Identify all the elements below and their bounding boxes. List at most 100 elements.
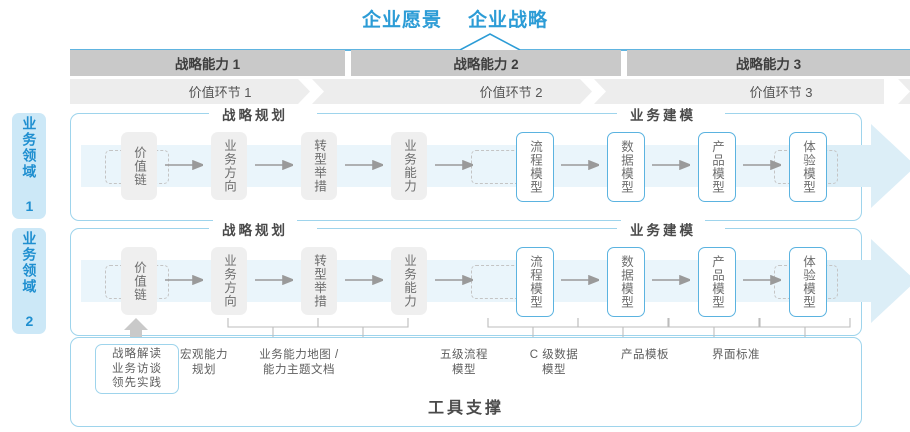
node-label: 价值链 [132,260,146,302]
tool-chip-line-2: 业务访谈 [112,362,162,375]
tool-caption-line-2: 模型 [542,363,566,376]
node-transformation-2[interactable]: 转型举措 [301,247,337,315]
node-label: 转型举措 [312,254,326,308]
value-chevron-1-icon [298,79,324,104]
value-link-cell-3[interactable]: 价值环节 3 [652,79,910,104]
connector-arrow-icon [165,275,203,285]
node-experience-model-2[interactable]: 体验模型 [789,247,827,317]
connector-arrow-icon [255,160,293,170]
tool-bracket-group [227,318,851,338]
node-label: 流程模型 [528,255,542,309]
connector-arrow-icon [743,160,781,170]
tool-caption-capability-map: 业务能力地图 / 能力主题文档 [241,348,357,378]
capability-cell-1[interactable]: 战略能力 1 [70,50,345,76]
section-label-planning-2: 战略规划 [213,220,297,238]
node-label: 流程模型 [528,140,542,194]
value-link-cell-2[interactable]: 价值环节 2 [370,79,652,104]
flow-arrow-head-1-icon [826,124,910,208]
tool-caption-line-2: 能力主题文档 [263,363,335,376]
node-label: 转型举措 [312,139,326,193]
node-label: 业务能力 [402,139,416,193]
connector-arrow-icon [435,160,473,170]
node-value-chain-1[interactable]: 价值链 [121,132,157,200]
capability-cell-2[interactable]: 战略能力 2 [351,50,621,76]
tool-caption-line-1: 业务能力地图 / [259,349,339,361]
capability-label-2: 战略能力 2 [453,57,519,72]
tool-caption-process-model: 五级流程 模型 [419,348,509,378]
connector-arrow-icon [561,160,599,170]
node-label: 价值链 [132,145,146,187]
tool-caption-data-model: C 级数据 模型 [509,348,599,378]
title-strategy: 企业战略 [468,9,549,31]
node-label: 数据模型 [619,255,633,309]
domain-row-1: 战略规划 业务建模 价值链 业务方向 转型举措 业务能力 流程模型 数据模型 [70,105,910,221]
tool-uplink-arrow-icon [124,318,148,342]
capability-label-1: 战略能力 1 [174,57,241,72]
capability-cell-3[interactable]: 战略能力 3 [627,50,910,76]
node-product-model-1[interactable]: 产品模型 [698,132,736,202]
value-link-cell-1[interactable]: 价值环节 1 [70,79,370,104]
node-label: 产品模型 [710,140,724,194]
node-label: 产品模型 [710,255,724,309]
node-process-model-2[interactable]: 流程模型 [516,247,554,317]
node-data-model-1[interactable]: 数据模型 [607,132,645,202]
connector-arrow-icon [652,275,690,285]
connector-arrow-icon [165,160,203,170]
sidebar-item-domain-1[interactable]: 业务领域 1 [12,113,46,219]
node-experience-model-1[interactable]: 体验模型 [789,132,827,202]
tool-caption-line-2: 规划 [192,363,216,376]
value-link-label-3: 价值环节 3 [749,85,813,100]
node-label: 数据模型 [619,140,633,194]
tool-caption-line-1: 界面标准 [712,349,760,361]
node-business-direction-1[interactable]: 业务方向 [211,132,247,200]
tool-caption-product-template: 产品模板 [600,348,690,363]
tool-caption-line-1: 五级流程 [440,349,488,361]
tool-caption-line-1: 宏观能力 [180,349,228,361]
tool-caption-ui-standard: 界面标准 [691,348,781,363]
tool-caption-line-2: 模型 [452,363,476,376]
tool-chip-strategy[interactable]: 战略解读 业务访谈 领先实践 [95,344,179,394]
tool-caption-macro-capability: 宏观能力 规划 [159,348,249,378]
tool-caption-line-1: C 级数据 [529,349,579,361]
value-link-band: 价值环节 1 价值环节 2 价值环节 3 [70,79,910,104]
connector-arrow-icon [652,160,690,170]
tool-support-panel: 战略解读 业务访谈 领先实践 宏观能力 规划 业务能力地图 / 能力主题文档 五… [70,337,862,427]
node-data-model-2[interactable]: 数据模型 [607,247,645,317]
node-business-capability-1[interactable]: 业务能力 [391,132,427,200]
connector-arrow-icon [743,275,781,285]
sidebar-item-domain-2[interactable]: 业务领域 2 [12,228,46,334]
flow-arrow-head-2-icon [826,239,910,323]
connector-arrow-icon [435,275,473,285]
node-label: 体验模型 [801,255,815,309]
node-product-model-2[interactable]: 产品模型 [698,247,736,317]
tool-caption-line-1: 产品模板 [621,349,669,361]
capability-band: 战略能力 1 战略能力 2 战略能力 3 [70,50,910,76]
node-transformation-1[interactable]: 转型举措 [301,132,337,200]
value-chevron-3-icon [884,79,910,104]
node-label: 业务能力 [402,254,416,308]
node-label: 体验模型 [801,140,815,194]
node-value-chain-2[interactable]: 价值链 [121,247,157,315]
domain-row-2: 战略规划 业务建模 价值链 业务方向 转型举措 业务能力 流程模型 数据模型 [70,220,910,336]
diagram-title: 企业愿景 企业战略 [0,4,910,32]
section-label-modeling-1: 业务建模 [621,105,705,123]
node-label: 业务方向 [222,139,236,193]
node-business-direction-2[interactable]: 业务方向 [211,247,247,315]
tool-chip-line-1: 战略解读 [112,347,162,360]
domain-label-2: 业务领域 2 [21,231,38,331]
value-link-label-2: 价值环节 2 [479,85,543,100]
tool-chip-line-3: 领先实践 [112,377,162,390]
connector-arrow-icon [561,275,599,285]
value-link-label-1: 价值环节 1 [188,85,252,100]
tool-support-title: 工具支撑 [427,400,504,417]
node-business-capability-2[interactable]: 业务能力 [391,247,427,315]
domain-label-1: 业务领域 1 [21,116,38,216]
section-label-modeling-2: 业务建模 [621,220,705,238]
connector-arrow-icon [255,275,293,285]
section-label-planning-1: 战略规划 [213,105,297,123]
title-vision: 企业愿景 [361,9,442,31]
node-process-model-1[interactable]: 流程模型 [516,132,554,202]
connector-arrow-icon [345,160,383,170]
node-label: 业务方向 [222,254,236,308]
